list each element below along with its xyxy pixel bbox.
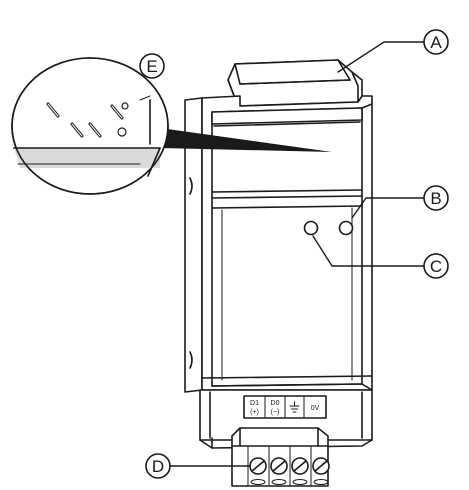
led-c-icon [303, 220, 319, 236]
magnifier-detail [11, 57, 332, 195]
terminal-d0-label: D0 [271, 400, 280, 407]
callout-d: D [152, 457, 164, 476]
ground-symbol-icon [289, 401, 300, 413]
callout-a-circle [423, 29, 449, 55]
led-b-icon [338, 220, 354, 236]
terminal-d1-label: D1 [250, 400, 259, 407]
leader-lines [169, 41, 425, 467]
terminal-0v-label: 0V [311, 405, 320, 412]
callout-b-circle [423, 185, 449, 211]
screw-4-icon [312, 457, 330, 475]
callout-b: B [430, 189, 441, 208]
callout-a: A [430, 33, 442, 52]
screw-2-icon [270, 457, 288, 475]
callout-c-circle [423, 253, 449, 279]
terminal-d0-polarity: (−) [271, 409, 280, 416]
top-cap [227, 59, 363, 107]
screw-1-icon [249, 457, 267, 475]
terminal-label-panel [243, 395, 327, 419]
callout-d-circle [145, 453, 171, 479]
terminal-connector [231, 427, 329, 487]
leader-c [312, 235, 425, 267]
screw-3-icon [291, 457, 309, 475]
callout-c: C [430, 257, 442, 276]
terminal-d1-polarity: (+) [250, 409, 259, 416]
callout-e: E [146, 57, 157, 76]
callout-e-circle [139, 53, 165, 79]
leader-b [351, 197, 425, 219]
leader-a [337, 41, 425, 73]
